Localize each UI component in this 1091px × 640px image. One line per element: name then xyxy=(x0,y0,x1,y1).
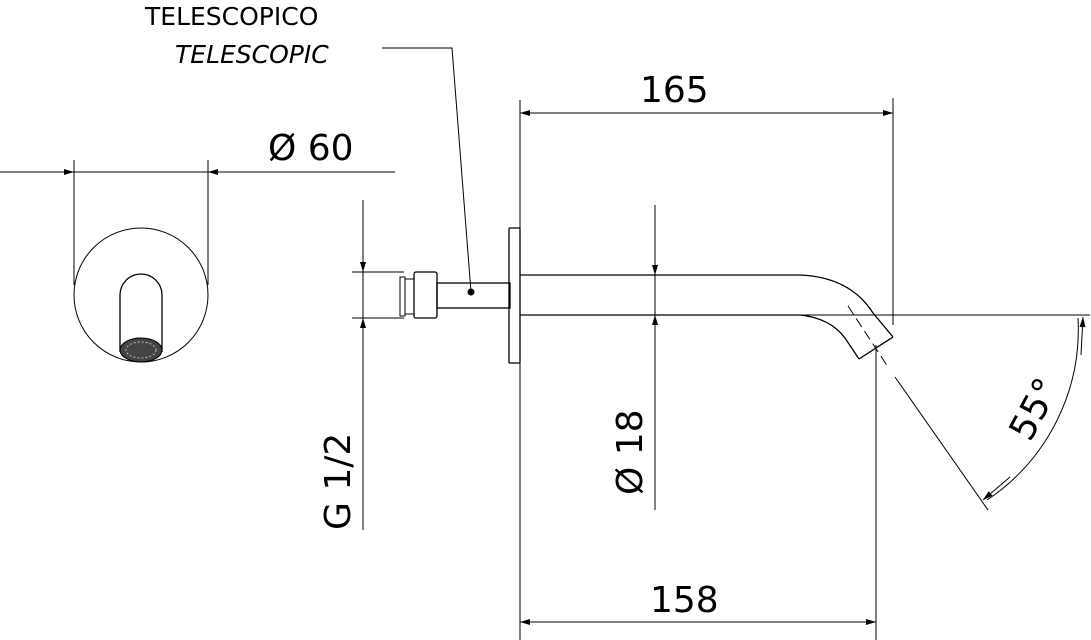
dim-length-158: 158 xyxy=(650,580,719,621)
dim-diameter-18: Ø 18 xyxy=(610,409,651,495)
side-view xyxy=(352,47,1090,640)
dim-diameter-60: Ø 60 xyxy=(268,128,354,169)
dim-length-165: 165 xyxy=(640,70,709,111)
dim-thread-g12: G 1/2 xyxy=(318,433,359,530)
dim-angle-55: 55° xyxy=(1002,372,1068,448)
front-view xyxy=(0,160,395,363)
telescopic-leader xyxy=(382,47,472,293)
spout-outline xyxy=(119,273,163,352)
label-telescopic: TELESCOPIC xyxy=(175,40,329,69)
spout-bottom xyxy=(520,314,860,360)
label-telescopico: TELESCOPICO xyxy=(144,2,318,31)
spout-top xyxy=(520,274,894,338)
